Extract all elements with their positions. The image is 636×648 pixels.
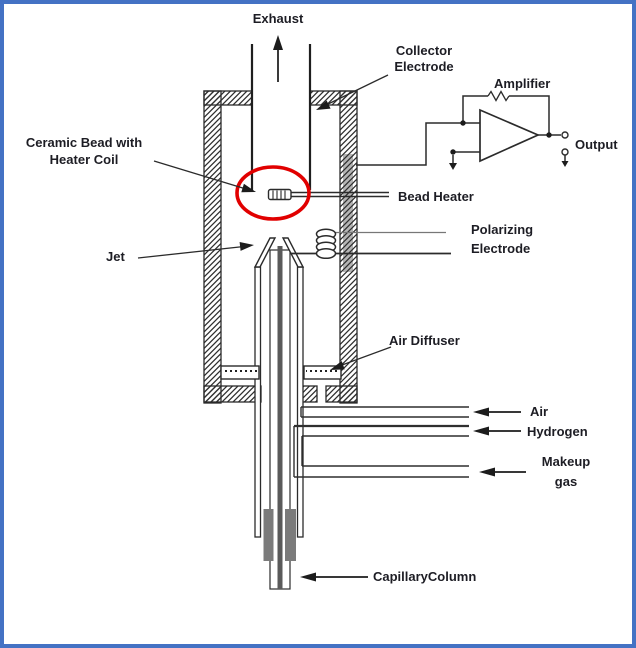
ceramic-bead (267, 188, 389, 201)
makeup-gas-label-line2: gas (554, 474, 578, 489)
makeup-gas-arrow-icon (479, 467, 526, 477)
air-arrow-icon (473, 407, 521, 417)
polarizing-electrode-label-line2: Electrode (471, 241, 531, 256)
ferrule-left (263, 509, 274, 561)
exhaust-arrow-icon (273, 35, 283, 82)
ceramic-bead-label-line2: Heater Coil (49, 152, 119, 167)
gas-inlet-lines (293, 406, 469, 478)
exhaust-label: Exhaust (252, 11, 304, 26)
hydrogen-arrow-icon (473, 426, 521, 436)
top-lid-left (203, 90, 253, 106)
bottom-lid-right-b (325, 385, 358, 403)
air-inlet-tube (300, 406, 469, 418)
left-wall (203, 90, 222, 404)
output-terminals (561, 131, 569, 167)
jet-label: Jet (106, 249, 125, 264)
air-diffuser-leader-arrow (330, 346, 392, 370)
bottom-lid-right-a (301, 385, 318, 403)
capillary-column-label: CapillaryColumn (373, 569, 477, 584)
bottom-lid-left (203, 385, 262, 403)
hydrogen-label: Hydrogen (527, 424, 588, 439)
ferrule-right (285, 509, 296, 561)
ceramic-bead-label-line1: Ceramic Bead with (25, 135, 143, 150)
sheath-tube-stub (293, 426, 303, 477)
capillary-column-arrow-icon (300, 572, 368, 582)
makeup-gas-label-line1: Makeup (541, 454, 591, 469)
jet-leader-arrow (137, 242, 254, 259)
air-label: Air (530, 404, 549, 419)
bead-highlight-circle (235, 165, 311, 221)
air-diffuser-label: Air Diffuser (389, 333, 460, 348)
capillary-column (277, 246, 283, 589)
ceramic-bead-leader-arrow (153, 160, 256, 193)
polarizing-electrode-coil (291, 228, 451, 260)
detector-diagram (137, 35, 569, 590)
polarizing-electrode-label-line1: Polarizing (471, 222, 534, 237)
collector-electrode-label-line2: Electrode (394, 59, 454, 74)
output-label: Output (575, 137, 618, 152)
detector-body (203, 90, 358, 404)
bead-heater-label: Bead Heater (398, 189, 474, 204)
collector-electrode-leader-arrow (316, 74, 389, 110)
ground-icon (449, 155, 457, 170)
jet-nozzle (253, 237, 305, 538)
gas-flow-arrows (300, 407, 526, 582)
amplifier-label: Amplifier (494, 76, 551, 91)
right-wall (339, 90, 358, 404)
collector-electrode-label-line1: Collector (395, 43, 453, 58)
makeup-inlet-tube (294, 465, 469, 478)
collector-tube (250, 44, 312, 190)
signal-wire (356, 122, 480, 166)
capillary-column-assembly (263, 246, 296, 590)
opamp-triangle-icon (479, 108, 541, 163)
leader-lines (137, 74, 392, 370)
amplifier-circuit (356, 90, 569, 170)
feedback-resistor-icon (487, 90, 510, 102)
